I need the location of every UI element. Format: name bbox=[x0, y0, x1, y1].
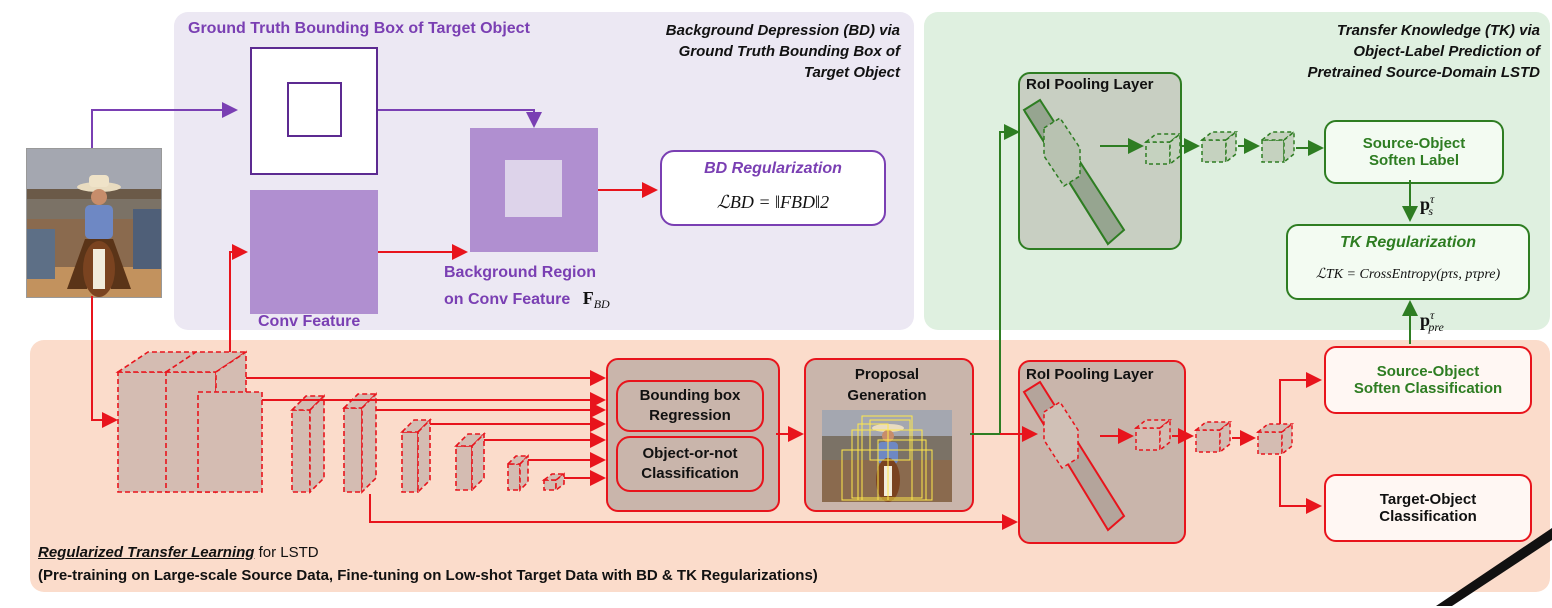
gt-box-title: Ground Truth Bounding Box of Target Obje… bbox=[188, 20, 530, 37]
source-object-soften-classification-box: Source-Object Soften Classification bbox=[1324, 346, 1532, 414]
gt-bounding-box-outer bbox=[250, 47, 378, 175]
tk-regularization-title: TK Regularization bbox=[1288, 234, 1528, 252]
bd-heading-1: Background Depression (BD) via bbox=[665, 22, 900, 39]
bg-region-label-1: Background Region bbox=[444, 264, 597, 281]
tk-heading-2: Object-Label Prediction of bbox=[1353, 43, 1540, 60]
rtl-caption-line2: (Pre-training on Large-scale Source Data… bbox=[38, 567, 818, 584]
tk-regularization-title-text: TK Regularization bbox=[1339, 234, 1476, 251]
bd-regularization-title: BD Regularization bbox=[662, 160, 884, 178]
conv-feature-block bbox=[250, 190, 378, 314]
conv-feature-label: Conv Feature bbox=[258, 313, 361, 330]
input-image bbox=[26, 148, 162, 298]
roi-pooling-top-label: RoI Pooling Layer bbox=[1026, 76, 1154, 93]
bg-region-label-text: on Conv Feature bbox=[444, 291, 571, 308]
ppre-symbol: p bbox=[1420, 310, 1431, 330]
proposal-label-1: Proposal bbox=[854, 366, 920, 383]
ps-symbol: p bbox=[1420, 194, 1431, 214]
ppre-tau-label: pτpre bbox=[1420, 308, 1444, 335]
rtl-caption-line1: Regularized Transfer Learning for LSTD bbox=[38, 544, 319, 561]
roi-pooling-bottom-label: RoI Pooling Layer bbox=[1026, 366, 1154, 383]
rtl-caption-rest: for LSTD bbox=[254, 544, 319, 561]
bg-region-symbol: F bbox=[582, 288, 594, 308]
ppre-sub: pre bbox=[1428, 319, 1444, 334]
bd-regularization-box: BD Regularization ℒBD = ‖FBD‖2 bbox=[660, 150, 886, 226]
target-region-hole bbox=[505, 160, 562, 217]
source-cls-2: Soften Classification bbox=[1353, 380, 1503, 397]
source-soft-label-2: Soften Label bbox=[1368, 152, 1459, 169]
target-object-classification-box: Target-Object Classification bbox=[1324, 474, 1532, 542]
source-object-soften-label-box: Source-Object Soften Label bbox=[1324, 120, 1504, 184]
ppre-sup: τ bbox=[1430, 308, 1435, 322]
bd-heading-3: Target Object bbox=[803, 64, 900, 81]
bg-region-label-2: on Conv Feature FBD bbox=[444, 288, 610, 312]
rtl-caption-italic: Regularized Transfer Learning bbox=[38, 544, 255, 561]
tk-regularization-formula: ℒTK = CrossEntropy(pτs, pτpre) bbox=[1315, 267, 1501, 282]
bbox-reg-1: Bounding box bbox=[639, 386, 741, 404]
ps-sub: s bbox=[1428, 203, 1433, 218]
source-soft-label-1: Source-Object bbox=[1362, 135, 1466, 152]
tk-heading-3: Pretrained Source-Domain LSTD bbox=[1307, 64, 1540, 81]
ps-sup: τ bbox=[1430, 192, 1435, 206]
ps-tau-label: pτs bbox=[1420, 192, 1435, 219]
proposal-image bbox=[822, 410, 952, 502]
target-cls-2: Classification bbox=[1379, 508, 1477, 525]
bbox-reg-2: Regression bbox=[649, 407, 731, 424]
bd-heading-2: Ground Truth Bounding Box of bbox=[678, 43, 900, 60]
bd-regularization-formula: ℒBD = ‖FBD‖2 bbox=[716, 192, 830, 212]
source-cls-1: Source-Object bbox=[1376, 363, 1480, 380]
tk-heading-1: Transfer Knowledge (TK) via bbox=[1336, 22, 1540, 39]
roi-pooling-bottom-box bbox=[1018, 360, 1186, 544]
obj-cls-2: Classification bbox=[641, 465, 739, 482]
gt-bounding-box-inner bbox=[287, 82, 342, 137]
proposal-label-2: Generation bbox=[847, 387, 927, 404]
object-or-not-box: Object-or-not Classification bbox=[616, 436, 764, 492]
obj-cls-1: Object-or-not bbox=[642, 444, 738, 462]
bd-regularization-title-text: BD Regularization bbox=[704, 160, 842, 177]
target-cls-1: Target-Object bbox=[1379, 491, 1477, 508]
bbox-regression-box: Bounding box Regression bbox=[616, 380, 764, 432]
bg-region-symbol-sub: BD bbox=[593, 297, 610, 312]
roi-pooling-top-box bbox=[1018, 72, 1182, 250]
tk-regularization-box: TK Regularization ℒTK = CrossEntropy(pτs… bbox=[1286, 224, 1530, 300]
